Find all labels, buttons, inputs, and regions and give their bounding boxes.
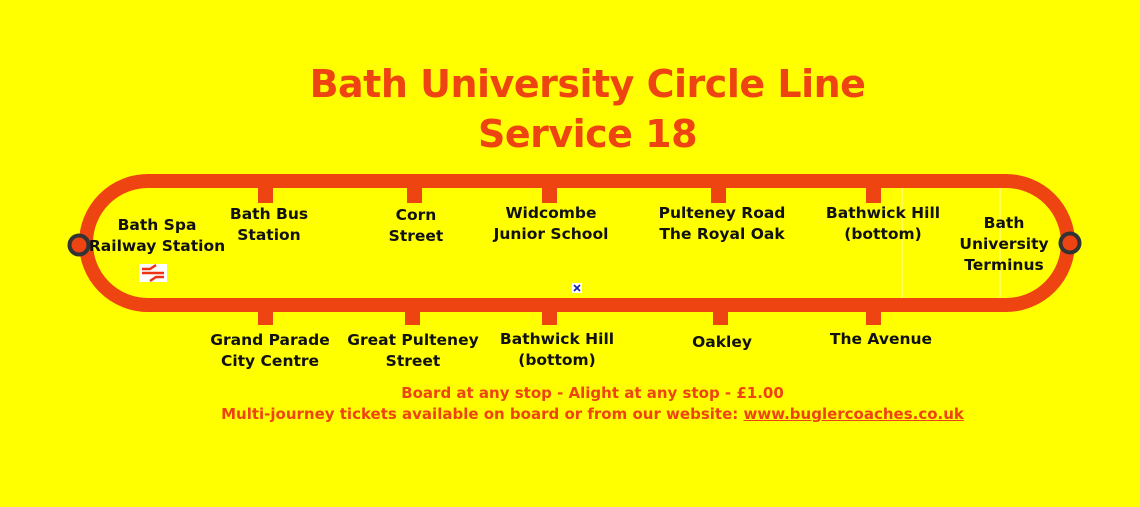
- terminal-circle-left: [67, 233, 91, 257]
- stop-tick: [258, 308, 273, 325]
- stop-tick: [542, 308, 557, 325]
- stop-tick: [258, 186, 273, 203]
- stop-tick: [711, 186, 726, 203]
- website-link[interactable]: www.buglercoaches.co.uk: [743, 405, 964, 423]
- fare-note: Board at any stop - Alight at any stop -…: [401, 384, 784, 402]
- stop-tick: [405, 308, 420, 325]
- stop-tick: [866, 308, 881, 325]
- cursor-marker-icon: [572, 283, 582, 293]
- stop-tick: [542, 186, 557, 203]
- tickets-note: Multi-journey tickets available on board…: [0, 404, 1140, 424]
- stop-bath-university-terminus: Bath University Terminus: [959, 214, 1049, 274]
- tickets-text: Multi-journey tickets available on board…: [221, 405, 739, 423]
- stop-bath-spa-railway-station: Bath Spa Railway Station: [88, 216, 226, 255]
- stop-bathwick-hill-bottom-top: Bathwick Hill(bottom): [825, 204, 941, 243]
- stop-oakley: Oakley: [692, 333, 752, 351]
- stop-bathwick-hill-bottom-lower: Bathwick Hill(bottom): [499, 330, 615, 369]
- service-number: Service 18: [477, 112, 698, 156]
- stop-tick: [866, 186, 881, 203]
- national-rail-icon: [139, 264, 167, 282]
- stop-the-avenue: The Avenue: [829, 330, 933, 348]
- map-title: Bath University Circle Line: [309, 62, 866, 106]
- stop-tick: [713, 308, 728, 325]
- terminal-circle-right: [1058, 231, 1082, 255]
- stop-tick: [407, 186, 422, 203]
